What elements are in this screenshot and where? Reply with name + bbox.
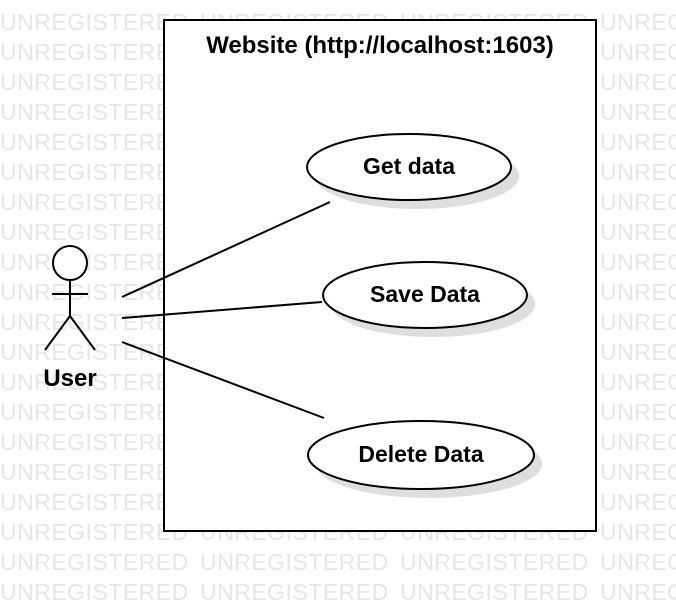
watermark-text: UNREGISTERED xyxy=(0,69,189,95)
watermark-text: UNREGISTERED xyxy=(600,129,676,155)
watermark-text: UNREGISTERED xyxy=(0,459,189,485)
association-get-data xyxy=(121,201,331,298)
watermark-text: UNREGISTERED xyxy=(0,99,189,125)
watermark-text: UNREGISTERED xyxy=(600,399,676,425)
watermark-text: UNREGISTERED xyxy=(200,549,389,575)
association-delete-data xyxy=(121,341,325,419)
use-case-label: Get data xyxy=(363,153,455,179)
watermark-text: UNREGISTERED xyxy=(0,129,189,155)
association-save-data xyxy=(121,301,323,319)
watermark-text: UNREGISTERED xyxy=(400,549,589,575)
watermark-text: UNREGISTERED xyxy=(0,189,189,215)
watermark-text: UNREGISTERED xyxy=(600,549,676,575)
watermark-text: UNREGISTERED xyxy=(600,189,676,215)
watermark-text: UNREGISTERED xyxy=(600,99,676,125)
actor-label: User xyxy=(43,365,96,392)
use-case-label: Save Data xyxy=(370,281,480,307)
watermark-text: UNREGISTERED xyxy=(200,579,389,605)
watermark-text: UNREGISTERED xyxy=(0,519,189,545)
watermark-text: UNREGISTERED xyxy=(0,489,189,515)
watermark-text: UNREGISTERED xyxy=(600,429,676,455)
use-case-label: Delete Data xyxy=(358,441,483,467)
watermark-text: UNREGISTERED xyxy=(600,339,676,365)
watermark-text: UNREGISTERED xyxy=(0,39,189,65)
watermark-text: UNREGISTERED xyxy=(0,279,189,305)
watermark-text: UNREGISTERED xyxy=(600,459,676,485)
watermark-text: UNREGISTERED xyxy=(0,549,189,575)
watermark-text: UNREGISTERED xyxy=(0,429,189,455)
watermark-text: UNREGISTERED xyxy=(0,309,189,335)
use-case-ellipse xyxy=(307,420,535,490)
watermark-text: UNREGISTERED xyxy=(600,489,676,515)
watermark-text: UNREGISTERED xyxy=(600,39,676,65)
watermark-text: UNREGISTERED xyxy=(0,399,189,425)
watermark-text: UNREGISTERED xyxy=(0,219,189,245)
use-case-ellipse xyxy=(322,261,528,329)
watermark-text: UNREGISTERED xyxy=(600,309,676,335)
watermark-text: UNREGISTERED xyxy=(0,9,189,35)
use-case-delete-data[interactable]: Delete Data xyxy=(307,420,542,498)
watermark-text: UNREGISTERED xyxy=(0,249,189,275)
watermark-text: UNREGISTERED xyxy=(600,69,676,95)
watermark-text: UNREGISTERED xyxy=(600,219,676,245)
use-case-get-data[interactable]: Get data xyxy=(306,133,519,209)
watermark-text: UNREGISTERED xyxy=(0,579,189,605)
watermark-text: UNREGISTERED xyxy=(0,369,189,395)
watermark-text: UNREGISTERED xyxy=(0,339,189,365)
watermark-text: UNREGISTERED xyxy=(600,519,676,545)
use-case-ellipse xyxy=(306,133,512,201)
watermark-text: UNREGISTERED xyxy=(0,159,189,185)
watermark-text: UNREGISTERED xyxy=(600,369,676,395)
actor-user[interactable]: User xyxy=(43,245,97,392)
use-case-save-data[interactable]: Save Data xyxy=(322,261,535,337)
watermark-text: UNREGISTERED xyxy=(600,249,676,275)
watermark-text: UNREGISTERED xyxy=(600,279,676,305)
stick-figure-icon xyxy=(44,245,96,351)
watermark-text: UNREGISTERED xyxy=(600,579,676,605)
watermark-text: UNREGISTERED xyxy=(600,9,676,35)
watermark-text: UNREGISTERED xyxy=(600,159,676,185)
watermark-text: UNREGISTERED xyxy=(400,579,589,605)
system-title: Website (http://localhost:1603) xyxy=(206,32,554,59)
